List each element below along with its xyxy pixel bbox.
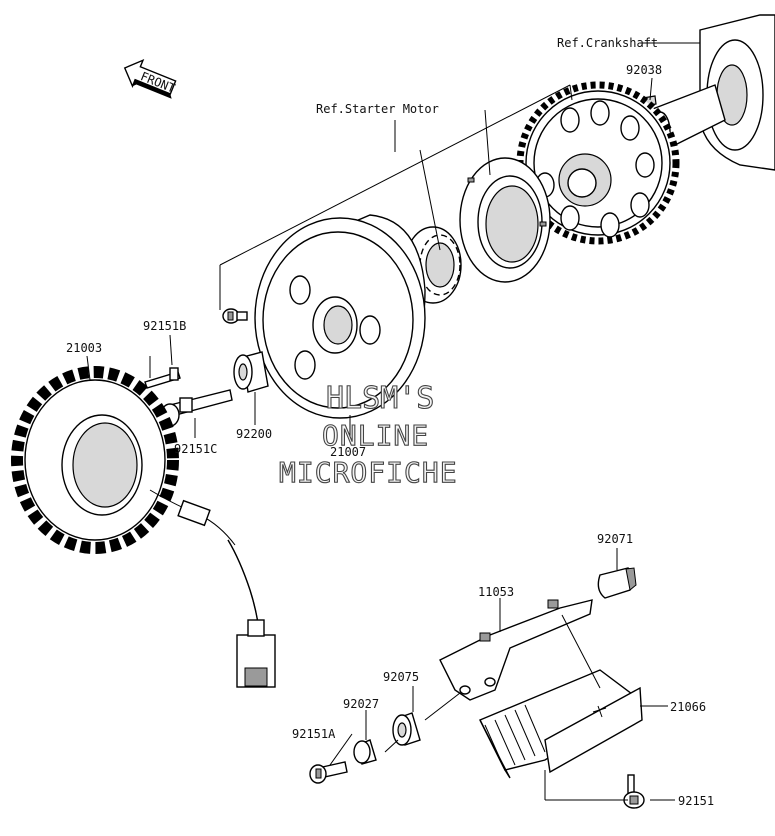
label-92071: 92071 bbox=[597, 532, 633, 546]
bolt-92151c bbox=[160, 389, 233, 427]
spacer-92027 bbox=[353, 739, 377, 765]
label-21007: 21007 bbox=[330, 445, 366, 459]
front-arrow-icon: FRONT bbox=[123, 58, 177, 99]
label-92151: 92151 bbox=[678, 794, 714, 808]
bolt-92151 bbox=[623, 774, 645, 809]
label-ref-starter-motor: Ref.Starter Motor bbox=[316, 102, 439, 116]
bolt-92151b bbox=[222, 308, 248, 324]
leader-lines bbox=[86, 42, 700, 801]
label-21066: 21066 bbox=[670, 700, 706, 714]
flywheel-rotor bbox=[254, 214, 426, 419]
regulator-21066 bbox=[479, 669, 643, 779]
stator-coil bbox=[11, 366, 276, 688]
label-92151c: 92151C bbox=[174, 442, 217, 456]
collar-92075 bbox=[392, 712, 421, 746]
starter-clutch-plate bbox=[459, 157, 551, 283]
label-92200: 92200 bbox=[236, 427, 272, 441]
bracket-11053 bbox=[439, 599, 593, 701]
watermark-line-1: HLSM'S bbox=[326, 381, 434, 416]
label-92038: 92038 bbox=[626, 63, 662, 77]
starter-gear bbox=[516, 81, 680, 245]
label-ref-crankshaft: Ref.Crankshaft bbox=[557, 36, 658, 50]
bolt-92151a bbox=[309, 761, 348, 784]
watermark-line-3: MICROFICHE bbox=[279, 456, 458, 489]
washer-92200 bbox=[233, 351, 269, 393]
grommet-92071 bbox=[597, 567, 637, 599]
watermark-line-2: ONLINE bbox=[322, 419, 429, 452]
label-92151b: 92151B bbox=[143, 319, 186, 333]
label-21003: 21003 bbox=[66, 341, 102, 355]
label-92027: 92027 bbox=[343, 697, 379, 711]
label-92075: 92075 bbox=[383, 670, 419, 684]
label-92151a: 92151A bbox=[292, 727, 336, 741]
label-11053: 11053 bbox=[478, 585, 514, 599]
